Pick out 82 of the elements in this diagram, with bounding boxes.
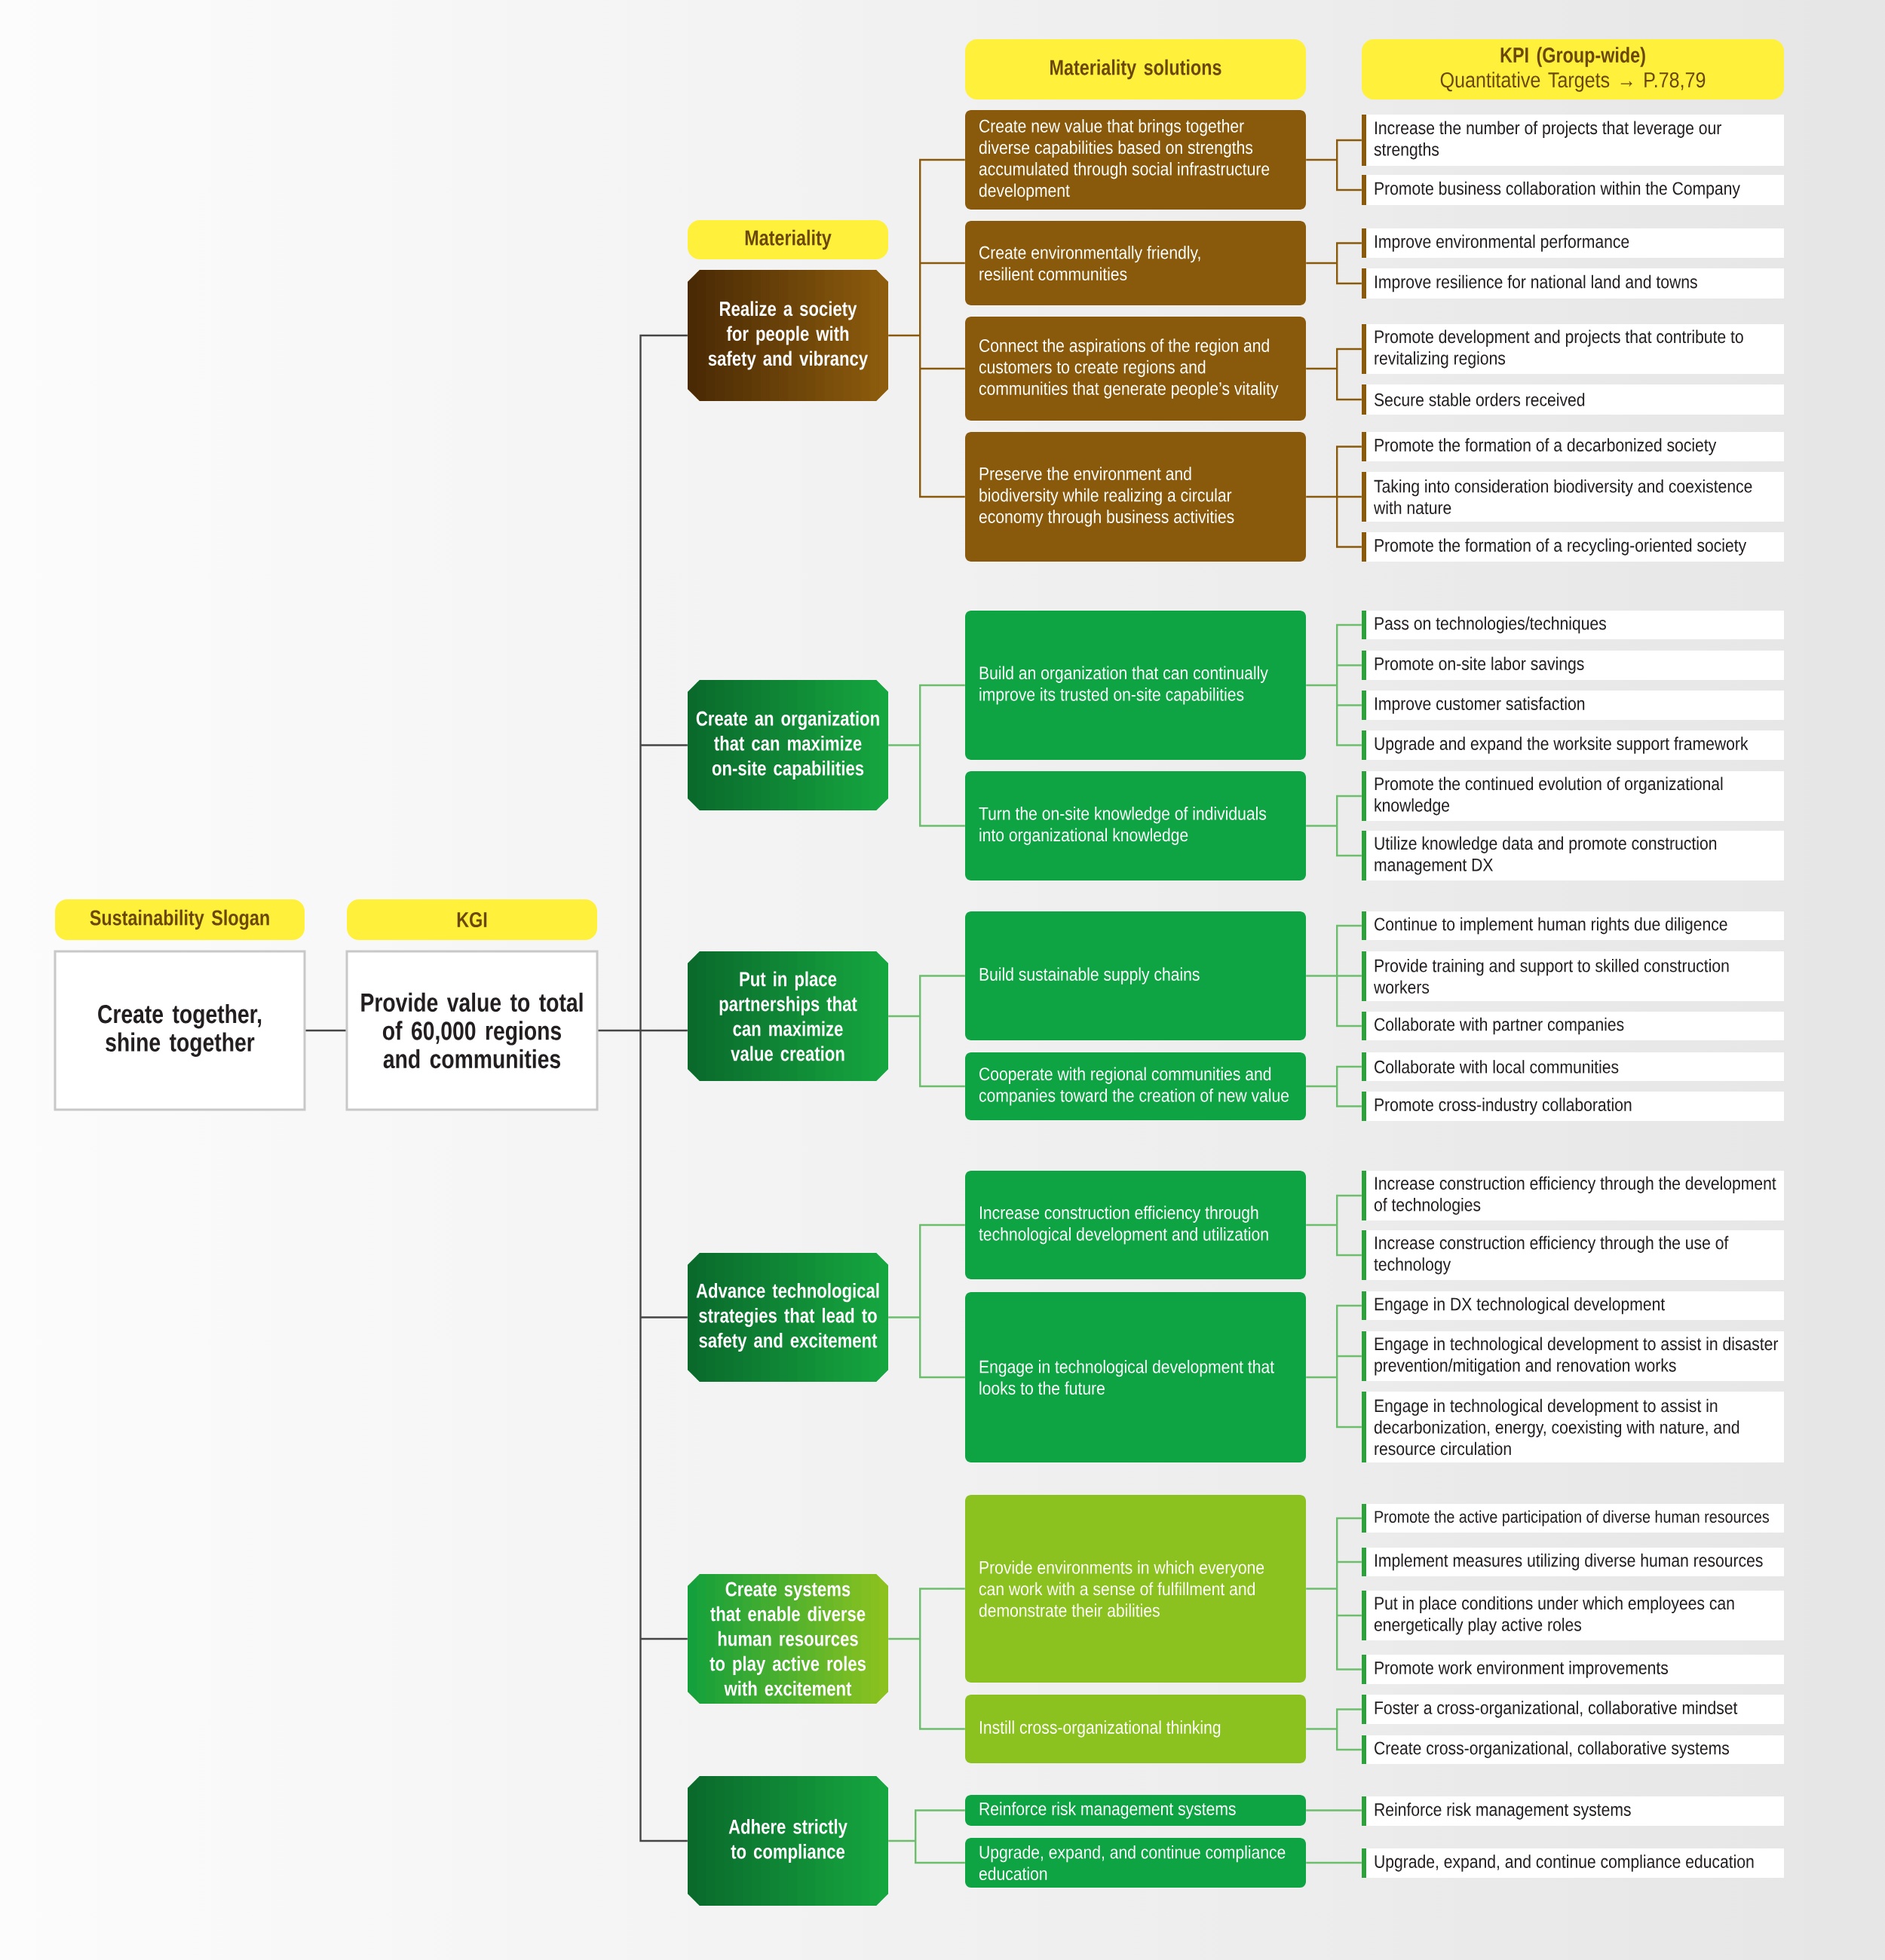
- connector-line: [1305, 623, 1362, 746]
- kpi-box: Promote the formation of a decarbonized society: [1362, 432, 1784, 461]
- connector-line: [887, 1588, 966, 1730]
- kpi-box: Continue to implement human rights due diligence: [1362, 911, 1784, 940]
- connector-line: [1305, 1517, 1362, 1671]
- kpi-box: Promote the continued evolution of organizational knowledge: [1362, 771, 1784, 821]
- solution-box: Instill cross-organizational thinking: [965, 1695, 1306, 1763]
- kpi-box: Engage in technological development to assist in disaster prevention/mitigation and renovation works: [1362, 1331, 1784, 1381]
- connector-line: [1305, 1304, 1362, 1429]
- kpi-box: Engage in DX technological development: [1362, 1291, 1784, 1320]
- connector-line: [1305, 139, 1362, 191]
- materiality-box: Adhere strictly to compliance: [688, 1776, 888, 1906]
- connector-line: [305, 1029, 346, 1032]
- connector-line: [1305, 446, 1362, 548]
- materiality-box: Advance technological strategies that lead to safety and excitement: [688, 1253, 888, 1382]
- solution-box: Turn the on-site knowledge of individuals into organizational knowledge: [965, 771, 1306, 880]
- connector-line: [887, 684, 966, 827]
- solution-box: Upgrade, expand, and continue compliance education: [965, 1838, 1306, 1888]
- column-header: KGI: [347, 899, 597, 940]
- connector-line: [887, 158, 966, 498]
- kpi-box: Create cross-organizational, collaborative systems: [1362, 1735, 1784, 1764]
- connector-line: [1305, 242, 1362, 285]
- kpi-box: Upgrade and expand the worksite support framework: [1362, 730, 1784, 760]
- solution-box: Create environmentally friendly, resilient communities: [965, 221, 1306, 305]
- kpi-box: Promote cross-industry collaboration: [1362, 1092, 1784, 1121]
- kpi-box: Improve environmental performance: [1362, 228, 1784, 258]
- connector-line: [1305, 795, 1362, 857]
- kpi-box: Engage in technological development to assist in decarbonization, energy, coexisting with nature, and resource circulation: [1362, 1392, 1784, 1462]
- solution-box: Create new value that brings together diverse capabilities based on strengths accumulated through social infrastructure development: [965, 110, 1306, 210]
- connector-line: [1306, 1809, 1362, 1811]
- materiality-box: Put in place partnerships that can maximize value creation: [688, 951, 888, 1081]
- kpi-box: Utilize knowledge data and promote construction management DX: [1362, 831, 1784, 880]
- connector-line: [1305, 1194, 1362, 1257]
- column-header: Materiality: [688, 220, 888, 259]
- solution-box: Provide environments in which everyone can work with a sense of fulfillment and demonstrate their abilities: [965, 1495, 1306, 1683]
- connector-line: [1305, 1708, 1362, 1751]
- kpi-box: Increase the number of projects that leverage our strengths: [1362, 115, 1784, 166]
- kpi-box: Promote development and projects that contribute to revitalizing regions: [1362, 324, 1784, 374]
- kpi-box: Put in place conditions under which employees can energetically play active roles: [1362, 1591, 1784, 1640]
- solution-box: Connect the aspirations of the region and customers to create regions and communities that generate people’s vitality: [965, 317, 1306, 421]
- column-header: KPI (Group-wide) Quantitative Targets → P.78,79: [1362, 39, 1784, 100]
- kpi-box: Pass on technologies/techniques: [1362, 611, 1784, 639]
- kpi-box: Collaborate with partner companies: [1362, 1012, 1784, 1040]
- solution-box: Build an organization that can continually improve its trusted on-site capabilities: [965, 611, 1306, 760]
- solution-box: Increase construction efficiency through technological development and utilization: [965, 1171, 1306, 1279]
- connector-line: [887, 975, 966, 1088]
- kpi-box: Implement measures utilizing diverse human resources: [1362, 1548, 1784, 1576]
- kpi-box: Foster a cross-organizational, collaborative mindset: [1362, 1695, 1784, 1724]
- connector-line: [887, 1809, 966, 1864]
- kpi-box: Promote business collaboration within the Company: [1362, 175, 1784, 205]
- materiality-box: Create an organization that can maximize on-site capabilities: [688, 680, 888, 810]
- column-header: Materiality solutions: [965, 39, 1306, 100]
- materiality-box: Realize a society for people with safety and vibrancy: [688, 270, 888, 401]
- connector-line: [1305, 348, 1362, 401]
- kpi-box: Promote the active participation of diverse human resources: [1362, 1504, 1784, 1533]
- kpi-box: Provide training and support to skilled construction workers: [1362, 951, 1784, 1001]
- kpi-box: Upgrade, expand, and continue compliance education: [1362, 1848, 1784, 1878]
- kpi-box: Improve customer satisfaction: [1362, 691, 1784, 720]
- kpi-box: Collaborate with local communities: [1362, 1052, 1784, 1081]
- materiality-box: Create systems that enable diverse human resources to play active roles with excitement: [688, 1574, 888, 1704]
- kpi-box: Secure stable orders received: [1362, 384, 1784, 415]
- solution-box: Cooperate with regional communities and companies toward the creation of new value: [965, 1052, 1306, 1120]
- kpi-box: Increase construction efficiency through the use of technology: [1362, 1230, 1784, 1280]
- solution-box: Reinforce risk management systems: [965, 1795, 1306, 1826]
- connector-line: [887, 1223, 966, 1379]
- connector-line: [1306, 1861, 1362, 1864]
- slogan-box: Create together, shine together: [54, 950, 306, 1111]
- column-header: Sustainability Slogan: [55, 899, 305, 940]
- solution-box: Engage in technological development that looks to the future: [965, 1292, 1306, 1462]
- kpi-box: Promote on-site labor savings: [1362, 651, 1784, 680]
- kpi-box: Promote work environment improvements: [1362, 1655, 1784, 1684]
- connector-line: [597, 334, 688, 1842]
- goal-box: Provide value to total of 60,000 regions and communities: [345, 950, 599, 1111]
- kpi-box: Increase construction efficiency through the development of technologies: [1362, 1171, 1784, 1220]
- connector-line: [1305, 1065, 1362, 1107]
- solution-box: Build sustainable supply chains: [965, 911, 1306, 1040]
- kpi-box: Improve resilience for national land and towns: [1362, 268, 1784, 299]
- kpi-box: Taking into consideration biodiversity and coexistence with nature: [1362, 472, 1784, 522]
- kpi-box: Reinforce risk management systems: [1362, 1796, 1784, 1826]
- connector-line: [1305, 924, 1362, 1027]
- kpi-box: Promote the formation of a recycling-oriented society: [1362, 532, 1784, 562]
- solution-box: Preserve the environment and biodiversity while realizing a circular economy through business activities: [965, 432, 1306, 562]
